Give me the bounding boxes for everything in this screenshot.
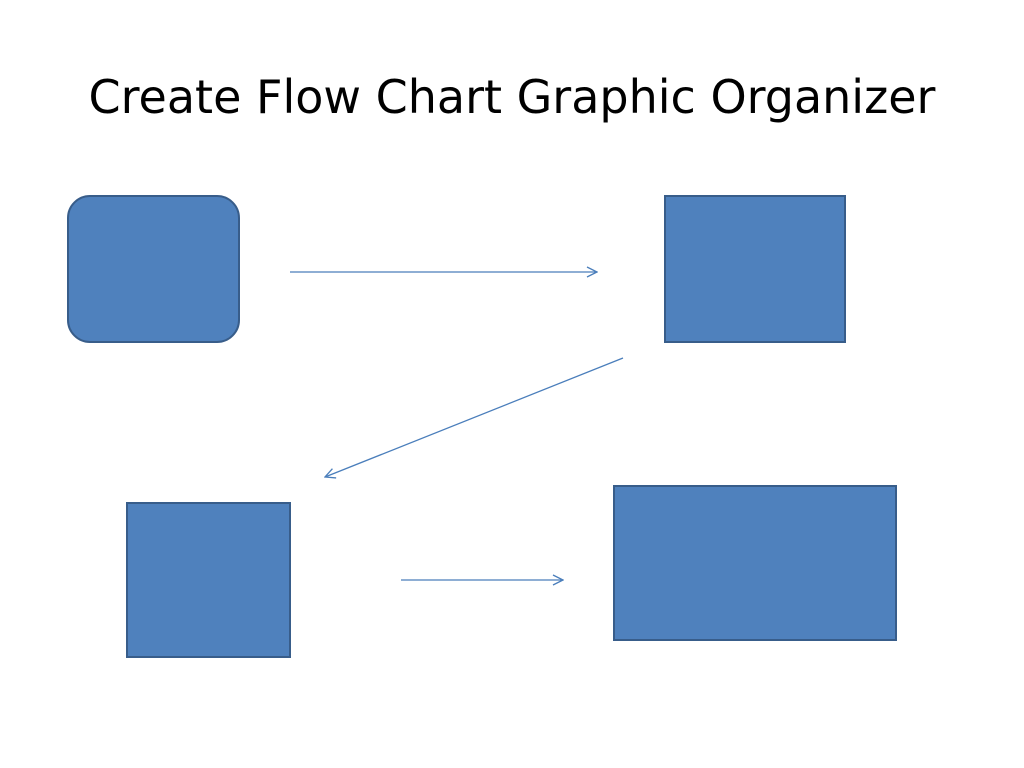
step-box-3[interactable] [126, 502, 291, 658]
end-box[interactable] [613, 485, 897, 641]
slide-title: Create Flow Chart Graphic Organizer [88, 70, 936, 124]
start-box[interactable] [67, 195, 240, 343]
arrow-2[interactable] [325, 357, 624, 477]
step-box-2[interactable] [664, 195, 846, 343]
